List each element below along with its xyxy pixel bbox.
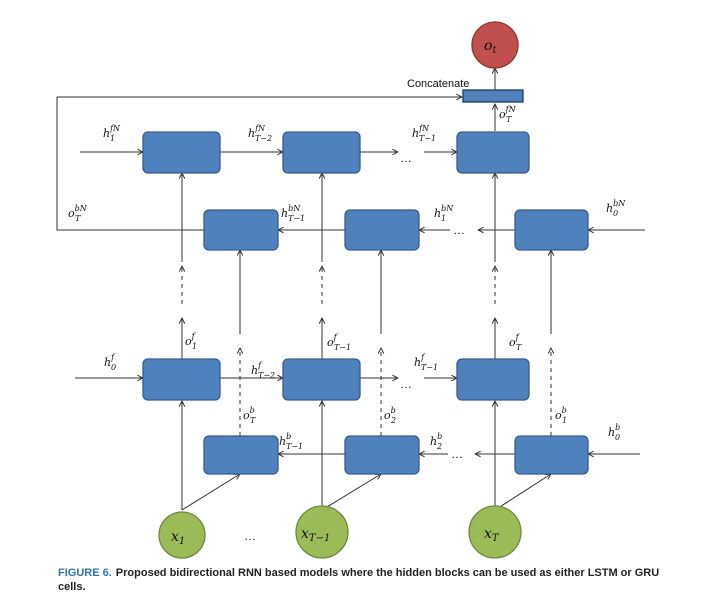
figure-caption: FIGURE 6.Proposed bidirectional RNN base… <box>58 566 668 594</box>
input-label-xT1: xT−1 <box>301 526 330 544</box>
cell-top-fwd-3 <box>456 131 530 174</box>
cell-bot-bwd-2 <box>344 435 420 475</box>
edges <box>56 68 645 511</box>
arrow-xT1-to-bwd2 <box>321 474 381 511</box>
cell-bot-bwd-1 <box>203 435 279 475</box>
output-node <box>471 21 519 69</box>
cell-top-bwd-2 <box>344 209 420 251</box>
input-label-xT: xT <box>484 526 500 544</box>
caption-label: FIGURE 6. <box>58 567 112 579</box>
input-node-x1 <box>158 511 206 559</box>
cell-bot-fwd-1 <box>142 358 221 401</box>
input-node-xT <box>468 505 522 559</box>
input-node-xT1 <box>295 505 349 559</box>
hidden-cells <box>142 131 589 475</box>
cell-top-bwd-3 <box>514 209 589 251</box>
output-label: ot <box>484 38 497 56</box>
cell-top-fwd-2 <box>282 131 361 174</box>
cell-bot-fwd-2 <box>282 358 361 401</box>
arrow-x1-to-bwd1 <box>181 474 240 511</box>
cell-bot-bwd-3 <box>514 435 589 475</box>
input-label-x1: x1 <box>171 529 185 547</box>
arrow-xT-to-bwd3 <box>494 474 551 511</box>
concatenate-label: Concatenate <box>407 78 469 90</box>
caption-text: Proposed bidirectional RNN based models … <box>58 567 660 593</box>
arrow-oTbN-to-concat <box>56 97 462 231</box>
cell-top-fwd-1 <box>142 131 221 174</box>
ellipsis-top-bwd: … <box>453 223 465 237</box>
cell-bot-fwd-3 <box>456 358 530 401</box>
ellipses: … … … … … <box>244 151 465 543</box>
ellipsis-inputs: … <box>244 529 256 543</box>
ellipsis-bot-fwd: … <box>400 377 412 391</box>
ellipsis-bot-bwd: … <box>451 447 463 461</box>
concatenate-bar <box>462 89 524 103</box>
ellipsis-top-fwd: … <box>400 151 412 165</box>
cell-top-bwd-1 <box>203 209 279 251</box>
